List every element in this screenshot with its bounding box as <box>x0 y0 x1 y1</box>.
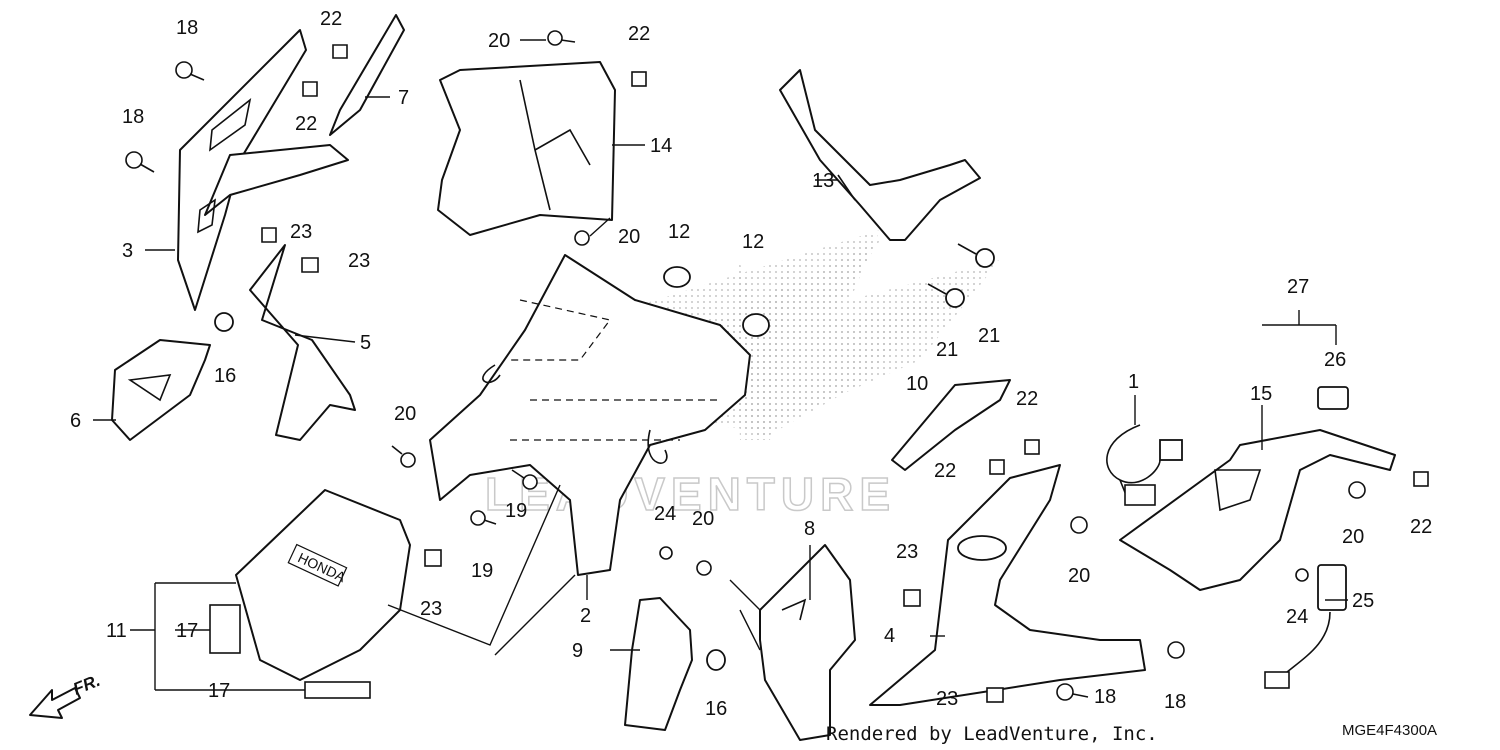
callout-9: 9 <box>572 640 583 662</box>
diagram-code: MGE4F4300A <box>1342 722 1437 739</box>
part-11-panel: HONDA <box>209 489 411 699</box>
callout-23: 23 <box>290 221 312 243</box>
part-14-inner-cover <box>437 61 616 236</box>
callout-23: 23 <box>348 250 370 272</box>
callout-20: 20 <box>618 226 640 248</box>
callout-27: 27 <box>1287 276 1309 298</box>
callout-24: 24 <box>1286 606 1308 628</box>
callout-10: 10 <box>906 373 928 395</box>
callout-17: 17 <box>208 680 230 702</box>
callout-18: 18 <box>1094 686 1116 708</box>
callout-23: 23 <box>896 541 918 563</box>
callout-3: 3 <box>122 240 133 262</box>
callout-19: 19 <box>505 500 527 522</box>
callout-4: 4 <box>884 625 895 647</box>
callout-16: 16 <box>705 698 727 720</box>
part-10-side-garnish <box>891 379 1011 471</box>
callout-1: 1 <box>1128 371 1139 393</box>
callout-20: 20 <box>394 403 416 425</box>
callout-7: 7 <box>398 87 409 109</box>
callout-13: 13 <box>812 170 834 192</box>
callout-12: 12 <box>742 231 764 253</box>
callout-8: 8 <box>804 518 815 540</box>
callout-21: 21 <box>978 325 1000 347</box>
part-2-front-cover <box>429 254 751 576</box>
callout-21: 21 <box>936 339 958 361</box>
part-8-lower-cover <box>759 544 856 741</box>
front-direction-indicator: FR. <box>29 671 103 719</box>
callout-25: 25 <box>1352 590 1374 612</box>
callout-labels: 18 18 22 22 7 3 23 23 5 16 6 20 20 22 14… <box>70 8 1432 720</box>
direction-label: FR. <box>70 671 103 699</box>
direction-arrow-icon <box>29 687 81 719</box>
callout-15: 15 <box>1250 383 1272 405</box>
part-6-air-duct <box>111 339 211 441</box>
callout-14: 14 <box>650 135 672 157</box>
callout-19: 19 <box>471 560 493 582</box>
callout-22: 22 <box>934 460 956 482</box>
callout-22: 22 <box>628 23 650 45</box>
part-13-frame-bracket <box>779 69 981 241</box>
part-7-side-strip <box>329 14 405 136</box>
part-3-front-cowl <box>177 29 349 311</box>
leader-lines <box>93 39 1348 691</box>
fasteners <box>125 30 1429 703</box>
callout-23: 23 <box>420 598 442 620</box>
callout-18: 18 <box>122 106 144 128</box>
callout-24: 24 <box>654 503 676 525</box>
callout-17: 17 <box>176 620 198 642</box>
callout-18: 18 <box>1164 691 1186 713</box>
part-4-side-cover <box>869 464 1146 706</box>
callout-22: 22 <box>1016 388 1038 410</box>
part-26-clip <box>1317 386 1349 410</box>
part-9-lower-panel <box>624 597 693 731</box>
footer-credit: Rendered by LeadVenture, Inc. <box>826 723 1158 745</box>
part-25-socket <box>1264 564 1347 689</box>
callout-22: 22 <box>295 113 317 135</box>
callout-22: 22 <box>320 8 342 30</box>
callout-5: 5 <box>360 332 371 354</box>
callout-11: 11 <box>106 620 127 642</box>
part-5-inner-panel <box>249 244 356 441</box>
callout-16: 16 <box>214 365 236 387</box>
callout-20: 20 <box>488 30 510 52</box>
callout-12: 12 <box>668 221 690 243</box>
part-15-bracket <box>1119 429 1396 591</box>
callout-22: 22 <box>1410 516 1432 538</box>
callout-2: 2 <box>580 605 591 627</box>
callout-20: 20 <box>1342 526 1364 548</box>
callout-6: 6 <box>70 410 81 432</box>
callout-26: 26 <box>1324 349 1346 371</box>
part-1-harness <box>1106 424 1183 506</box>
callout-18: 18 <box>176 17 198 39</box>
callout-23: 23 <box>936 688 958 710</box>
callout-20: 20 <box>692 508 714 530</box>
callout-20: 20 <box>1068 565 1090 587</box>
